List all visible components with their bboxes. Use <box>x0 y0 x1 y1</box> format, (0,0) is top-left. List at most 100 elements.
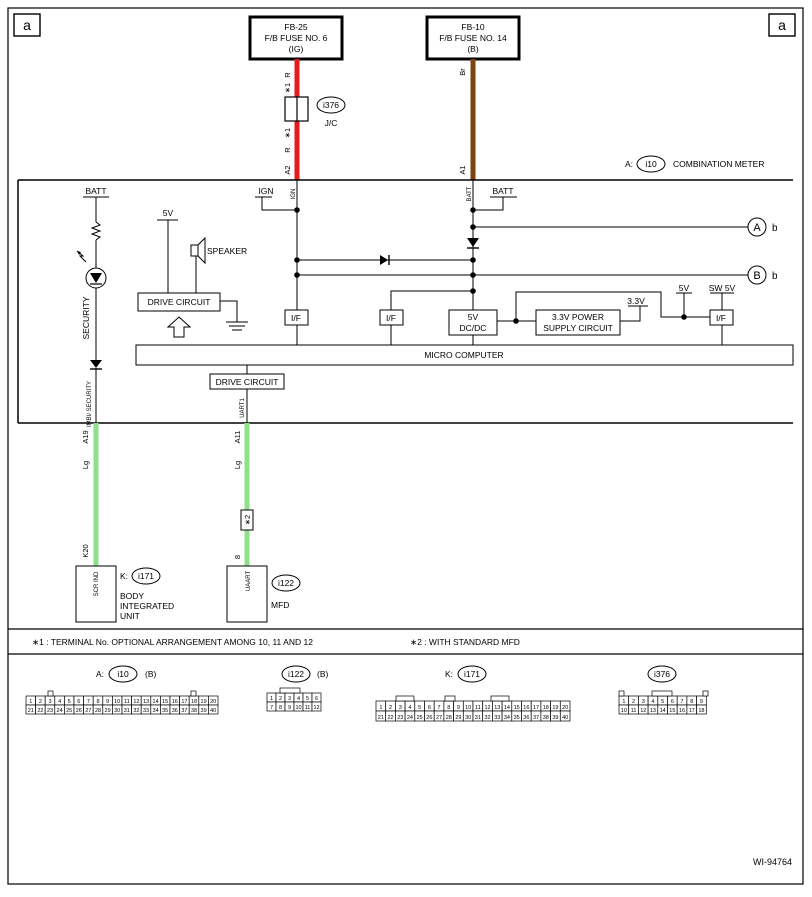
pin-number: 9 <box>106 699 109 705</box>
svg-text:BODY: BODY <box>120 591 144 601</box>
internal-wiring <box>83 180 748 423</box>
pin-number: 27 <box>436 715 442 721</box>
pin-number: 25 <box>417 715 423 721</box>
pin-number: 5 <box>306 696 309 702</box>
pin-label: A2 <box>283 165 292 174</box>
pin-number: 1 <box>29 699 32 705</box>
connector-cavity <box>311 701 322 712</box>
pin-number: 30 <box>114 708 120 714</box>
pin-number: 35 <box>162 708 168 714</box>
connector-id: i376 <box>323 100 339 110</box>
diode-security <box>90 360 102 370</box>
dcdc-converter: 5V DC/DC <box>448 309 498 336</box>
pin-number: 22 <box>387 715 393 721</box>
svg-text:K:: K: <box>120 571 128 581</box>
pin-number: 16 <box>679 708 685 714</box>
pin-number: 24 <box>407 715 413 721</box>
connector-id: i122 <box>288 669 304 679</box>
pin-number: 8 <box>447 705 450 711</box>
pin-number: 5 <box>418 705 421 711</box>
pin-number: 14 <box>153 699 159 705</box>
wire-color-label: R <box>283 72 292 78</box>
pin-number: 25 <box>66 708 72 714</box>
svg-text:I/F: I/F <box>291 313 301 323</box>
pin-number: 3 <box>642 699 645 705</box>
pin-number: 28 <box>95 708 101 714</box>
pin-number: 8 <box>279 705 282 711</box>
connector-key-tab <box>618 690 625 697</box>
pin-number: 15 <box>162 699 168 705</box>
sw-5v-label: SW 5V <box>709 283 736 293</box>
pin-label: K20 <box>81 544 90 557</box>
corner-marker-left: a <box>13 13 41 37</box>
connector-cavity <box>559 710 571 722</box>
pin-number: 4 <box>651 699 654 705</box>
pin-number: 3 <box>399 705 402 711</box>
note-2: ∗2 : WITH STANDARD MFD <box>410 637 520 647</box>
svg-text:b: b <box>772 223 778 234</box>
pin-number: 24 <box>57 708 63 714</box>
connector-i10-header: A: i10 (B) <box>96 665 157 683</box>
pin-number: 11 <box>124 699 130 705</box>
pin-number: 7 <box>438 705 441 711</box>
pin-number: 16 <box>172 699 178 705</box>
svg-text:B: B <box>753 270 760 282</box>
connector-key-tab <box>702 690 709 697</box>
pin-number: 18 <box>698 708 704 714</box>
pin-number: 15 <box>514 705 520 711</box>
pin-number: 3 <box>48 699 51 705</box>
connector-key-tab <box>190 690 197 697</box>
pin-number: 1 <box>270 696 273 702</box>
pin-number: 37 <box>533 715 539 721</box>
pin-number: 31 <box>475 715 481 721</box>
pin-number: 29 <box>455 715 461 721</box>
wire-color-label: Lg <box>233 461 242 469</box>
pin-number: 11 <box>631 708 637 714</box>
pin-number: 7 <box>681 699 684 705</box>
pin-number: 29 <box>105 708 111 714</box>
connector-id: i171 <box>138 571 154 581</box>
figure-code: WI-94764 <box>753 857 792 867</box>
pin-label: 8 <box>233 555 242 559</box>
pin-number: 39 <box>201 708 207 714</box>
pin-number: 10 <box>114 699 120 705</box>
pin-number: 4 <box>58 699 61 705</box>
speaker-icon <box>190 236 206 265</box>
connector-i376-header: i376 <box>647 665 677 683</box>
connector-cavity <box>696 704 707 715</box>
fuse-box-fb25: FB-25 F/B FUSE NO. 6 (IG) <box>248 15 344 61</box>
fuse-id: FB-25 <box>284 22 307 32</box>
pin-number: 38 <box>543 715 549 721</box>
meter-prefix: A: <box>625 159 633 169</box>
diode-ign-batt <box>380 255 390 265</box>
pin-number: 12 <box>313 705 319 711</box>
pin-number: 19 <box>201 699 207 705</box>
power-supply-circuit: 3.3V POWER SUPPLY CIRCUIT <box>535 309 621 336</box>
svg-text:A: A <box>753 222 761 234</box>
pin-number: 8 <box>690 699 693 705</box>
pin-name: IMBI/ SECURITY <box>87 381 93 427</box>
svg-text:SUPPLY CIRCUIT: SUPPLY CIRCUIT <box>543 323 613 333</box>
pin-number: 14 <box>660 708 666 714</box>
pin-name: IGN <box>291 189 297 200</box>
pin-number: 1 <box>379 705 382 711</box>
note-1: ∗1 : TERMINAL No. OPTIONAL ARRANGEMENT A… <box>32 637 313 647</box>
speaker-label: SPEAKER <box>207 246 247 256</box>
pin-number: 11 <box>475 705 481 711</box>
pin-number: 10 <box>465 705 471 711</box>
junction-dots <box>294 207 687 324</box>
svg-text:UNIT: UNIT <box>120 611 140 621</box>
connector-key-tab <box>279 687 301 694</box>
connector-id: i376 <box>654 669 670 679</box>
wire-color-label: Br <box>458 68 467 76</box>
pin-number: 10 <box>295 705 301 711</box>
pin-label: A1 <box>458 165 467 174</box>
pin-number: 12 <box>484 705 490 711</box>
pin-number: 40 <box>562 715 568 721</box>
pin-number: 7 <box>87 699 90 705</box>
corner-letter-left: a <box>23 17 31 33</box>
pin-name: SCR IND <box>94 571 100 596</box>
pin-number: 9 <box>288 705 291 711</box>
